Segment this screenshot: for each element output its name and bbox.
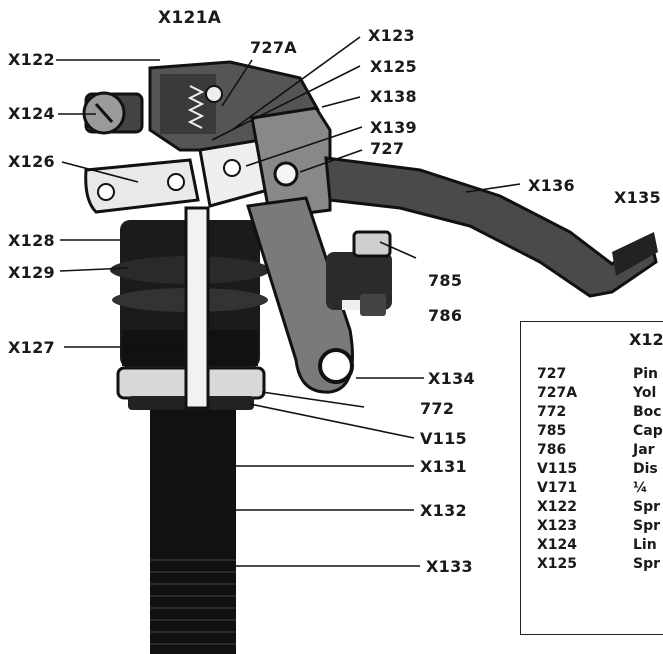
legend-code: V115: [537, 461, 578, 477]
legend-code: 786: [537, 442, 567, 458]
label-785: 785: [428, 271, 463, 290]
legend-desc: Boc: [633, 404, 662, 420]
label-x126: X126: [8, 152, 55, 171]
leader-lines: [56, 36, 521, 567]
valve-stem: [184, 206, 210, 410]
legend-desc: Lin: [633, 537, 657, 553]
lower-arm: [246, 196, 354, 394]
legend-desc: ¼: [633, 480, 648, 496]
legend-code: X123: [537, 518, 578, 534]
label-x133: X133: [426, 557, 473, 576]
legend-code: 785: [537, 423, 567, 439]
legend-desc: Spr: [633, 499, 661, 515]
legend-desc: Dis: [633, 461, 658, 477]
legend-code: 772: [537, 404, 567, 420]
label-x122: X122: [8, 50, 55, 69]
threaded-pipe: [150, 400, 236, 654]
legend-code: V171: [537, 480, 578, 496]
label-x132: X132: [420, 501, 467, 520]
legend-row: V115 Dis: [537, 461, 658, 479]
label-x138: X138: [370, 87, 417, 106]
label-727a: 727A: [250, 38, 297, 57]
legend-row: 785 Cap: [537, 423, 663, 441]
legend-row: X123 Spr: [537, 518, 660, 536]
diagram-title: X121A: [158, 8, 222, 28]
legend-desc: Cap: [633, 423, 663, 439]
label-x135: X135: [614, 188, 661, 207]
legend-code: 727A: [537, 385, 578, 401]
label-x139: X139: [370, 118, 417, 137]
label-x124: X124: [8, 104, 55, 123]
label-772: 772: [420, 399, 455, 418]
legend-row: V171 ¼: [537, 480, 648, 498]
legend-desc: Spr: [633, 518, 661, 534]
legend-row: 786 Jar: [537, 442, 655, 460]
legend-desc: Jar: [633, 442, 655, 458]
label-x127: X127: [8, 338, 55, 357]
legend-row: 727 Pin: [537, 366, 658, 384]
label-x128: X128: [8, 231, 55, 250]
legend-code: 727: [537, 366, 567, 382]
label-x125: X125: [370, 57, 417, 76]
legend-code: X125: [537, 556, 578, 572]
label-x134: X134: [428, 369, 475, 388]
legend-desc: Yol: [633, 385, 657, 401]
legend-row: 727A Yol: [537, 385, 656, 403]
legend-row: X125 Spr: [537, 556, 660, 574]
label-x129: X129: [8, 263, 55, 282]
label-x123: X123: [368, 26, 415, 45]
link-arm: [84, 158, 200, 214]
legend-code: X122: [537, 499, 578, 515]
legend-row: 772 Boc: [537, 404, 662, 422]
label-v115: V115: [420, 429, 467, 448]
legend-desc: Spr: [633, 556, 661, 572]
label-x136: X136: [528, 176, 575, 195]
label-x131: X131: [420, 457, 467, 476]
pipe-threads: [150, 559, 236, 645]
legend-row: X124 Lin: [537, 537, 657, 555]
label-727: 727: [370, 139, 405, 158]
legend-code: X124: [537, 537, 578, 553]
knob: [82, 91, 144, 135]
legend-desc: Pin: [633, 366, 659, 382]
label-786: 786: [428, 306, 463, 325]
legend-title: X12: [629, 330, 663, 349]
spring-coil: [187, 85, 205, 129]
legend-row: X122 Spr: [537, 499, 660, 517]
handle-lever: [324, 156, 658, 298]
